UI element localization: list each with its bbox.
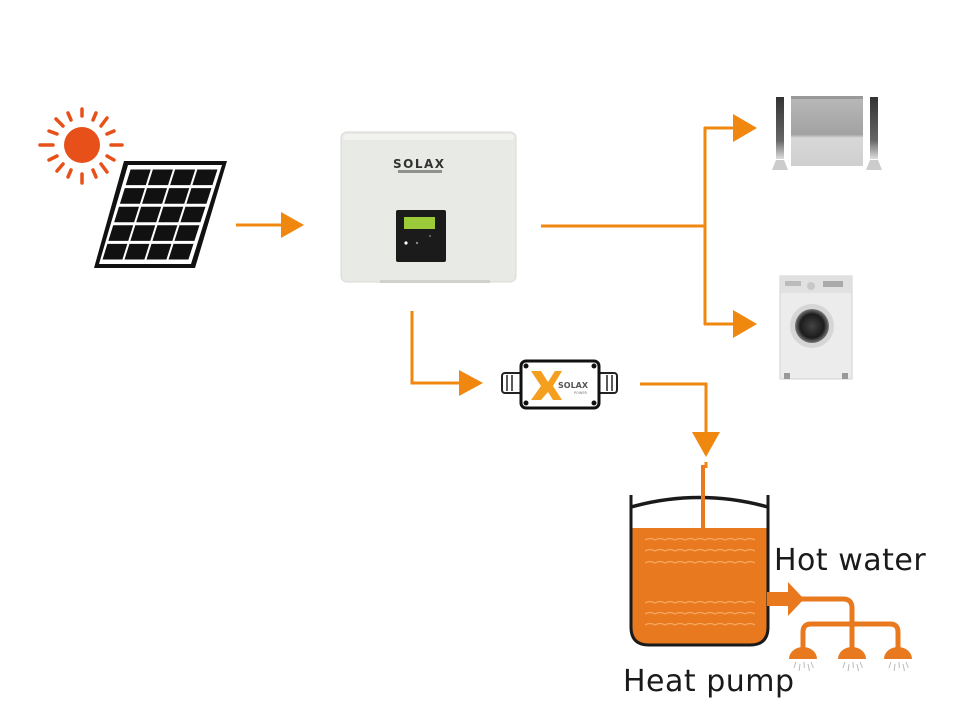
heat-pump-label: Heat pump [623,664,795,699]
hot-water-label: Hot water [774,543,927,578]
solar-cell [174,225,200,241]
solar-cell [136,206,162,223]
solar-cell [158,206,184,223]
solar-cell [186,188,212,204]
solar-cell [152,225,178,241]
spray-drop [842,661,846,669]
solar-cell [164,188,190,204]
inverter-brand-text: SOLAX [393,157,446,171]
controller-brand-text: SOLAX [558,381,589,390]
spray-drop [905,661,909,669]
arrow-to-tv [733,114,757,142]
solar-cell [192,169,218,186]
flow-arrow-inverter-to-controller [410,311,483,396]
spray-drop [810,661,814,669]
solar-cell [125,169,151,186]
solar-cell [108,225,134,241]
water-wave [644,600,756,604]
sun-icon [38,107,124,185]
spray-drop [893,663,896,672]
tv-icon [772,96,882,170]
flow-arrow-controller-to-tank [640,382,720,468]
spray-drop [856,663,859,672]
spray-drop [807,663,810,672]
flow-line-to-loads [541,126,736,326]
spray-drop [847,663,850,672]
inverter-icon: SOLAX [340,131,517,283]
solar-cell [119,188,145,204]
water-wave [644,560,756,564]
solar-panel-icon [94,161,227,268]
spray-drop [902,663,905,672]
hot-water-outlet-icon [767,582,901,651]
water-tank-icon [629,465,770,647]
flow-arrow-panel-to-inverter [236,212,304,238]
water-wave [644,622,756,626]
shower-head-icons [789,647,912,659]
solar-cell [146,243,172,260]
spray-drop [798,663,801,672]
solar-cell [124,243,150,260]
solar-cell [102,243,128,260]
arrow-to-washer [733,310,757,338]
spray-drop [859,661,863,669]
solar-cell [147,169,173,186]
solar-cell [114,206,140,223]
solar-cell [170,169,196,186]
solar-cell [180,206,206,223]
water-wave [644,537,756,541]
controller-subbrand-text: POWER [574,391,588,395]
spray-drop [793,661,797,669]
solar-cell [142,188,168,204]
washing-machine-icon [779,275,853,380]
spray-drop [888,661,892,669]
solar-cell [130,225,156,241]
water-wave [644,611,756,615]
water-spray [793,661,909,672]
solar-cell [168,243,194,260]
water-wave [644,548,756,552]
solax-controller-icon: SOLAX POWER [501,359,618,410]
